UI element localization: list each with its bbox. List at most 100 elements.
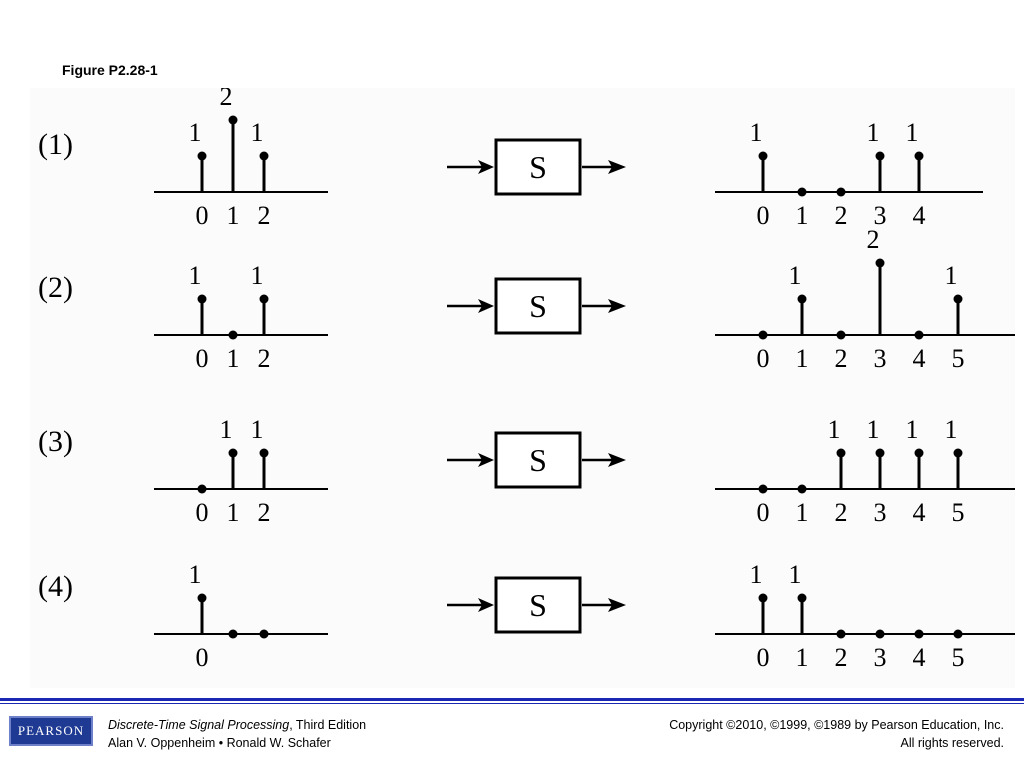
input-sample-value-label: 1 [189,261,202,290]
output-sample-dot [797,294,807,304]
input-arrow-head [478,160,494,174]
output-sample-dot [875,448,885,458]
output-tick-label: 3 [874,498,887,527]
output-tick-label: 2 [835,643,848,672]
input-tick-label: 0 [196,344,209,373]
input-sample-dot [197,151,207,161]
output-sample-dot [875,258,885,268]
output-sample-dot [875,151,885,161]
output-sample-value-label: 1 [945,415,958,444]
output-sample-dot [758,330,768,340]
output-sample-dot [758,593,768,603]
output-tick-label: 4 [913,498,926,527]
output-sample-dot [914,151,924,161]
output-tick-label: 4 [913,201,926,230]
output-arrow-head [608,598,626,612]
slide-title: Figure P2.28-1 [62,62,158,78]
footer-book-info: Discrete-Time Signal Processing, Third E… [108,716,366,752]
output-tick-label: 0 [757,201,770,230]
input-sample-dot [197,593,207,603]
input-sample-value-label: 1 [220,415,233,444]
input-sample-dot [259,629,269,639]
output-sample-dot [797,593,807,603]
output-sample-value-label: 1 [750,560,763,589]
input-sample-dot [228,629,238,639]
output-arrow-head [608,299,626,313]
input-sample-dot [197,484,207,494]
input-sample-value-label: 1 [189,118,202,147]
output-tick-label: 5 [952,498,965,527]
input-sample-dot [259,294,269,304]
output-tick-label: 3 [874,344,887,373]
output-sample-dot [953,629,963,639]
rights-text: All rights reserved. [900,736,1004,750]
output-sample-dot [836,187,846,197]
output-sample-dot [797,484,807,494]
system-label: S [529,149,547,185]
input-arrow-head [478,598,494,612]
input-sample-dot [228,115,238,125]
output-sample-dot [953,448,963,458]
output-tick-label: 1 [796,344,809,373]
output-sample-value-label: 1 [828,415,841,444]
output-tick-label: 1 [796,498,809,527]
system-label: S [529,288,547,324]
input-tick-label: 2 [258,498,271,527]
input-sample-value-label: 1 [251,261,264,290]
system-block [494,277,582,335]
book-edition: , Third Edition [289,718,367,732]
output-tick-label: 2 [835,201,848,230]
publisher-logo: PEARSON [9,716,93,746]
output-sample-dot [758,151,768,161]
input-sample-dot [197,294,207,304]
output-tick-label: 0 [757,344,770,373]
output-sample-value-label: 1 [750,118,763,147]
output-sample-dot [797,187,807,197]
output-sample-value-label: 1 [945,261,958,290]
row-label: (2) [38,271,73,304]
input-arrow-head [478,453,494,467]
input-sample-value-label: 1 [251,118,264,147]
output-arrow-head [608,160,626,174]
input-tick-label: 2 [258,344,271,373]
row-label: (3) [38,425,73,458]
output-sample-dot [953,294,963,304]
output-sample-value-label: 1 [867,415,880,444]
input-tick-label: 0 [196,201,209,230]
output-tick-label: 2 [835,344,848,373]
output-sample-dot [914,629,924,639]
output-sample-value-label: 1 [789,560,802,589]
footer-rule-thin [0,703,1024,704]
output-sample-dot [914,330,924,340]
system-label: S [529,442,547,478]
input-sample-dot [228,330,238,340]
input-sample-dot [259,151,269,161]
output-sample-value-label: 1 [867,118,880,147]
input-sample-dot [228,448,238,458]
input-arrow-head [478,299,494,313]
system-block [494,138,582,196]
output-tick-label: 4 [913,643,926,672]
system-block [494,576,582,634]
output-tick-label: 5 [952,643,965,672]
output-sample-dot [875,629,885,639]
row-label: (1) [38,128,73,161]
output-tick-label: 3 [874,643,887,672]
input-sample-value-label: 1 [189,560,202,589]
input-tick-label: 0 [196,498,209,527]
input-sample-value-label: 2 [220,88,233,111]
copyright-text: Copyright ©2010, ©1999, ©1989 by Pearson… [669,718,1004,732]
system-label: S [529,587,547,623]
output-sample-dot [758,484,768,494]
output-tick-label: 1 [796,201,809,230]
input-tick-label: 1 [227,201,240,230]
output-sample-dot [836,330,846,340]
input-tick-label: 2 [258,201,271,230]
book-title: Discrete-Time Signal Processing [108,718,290,732]
output-tick-label: 1 [796,643,809,672]
book-authors: Alan V. Oppenheim • Ronald W. Schafer [108,736,331,750]
output-tick-label: 5 [952,344,965,373]
output-tick-label: 3 [874,201,887,230]
output-arrow-head [608,453,626,467]
